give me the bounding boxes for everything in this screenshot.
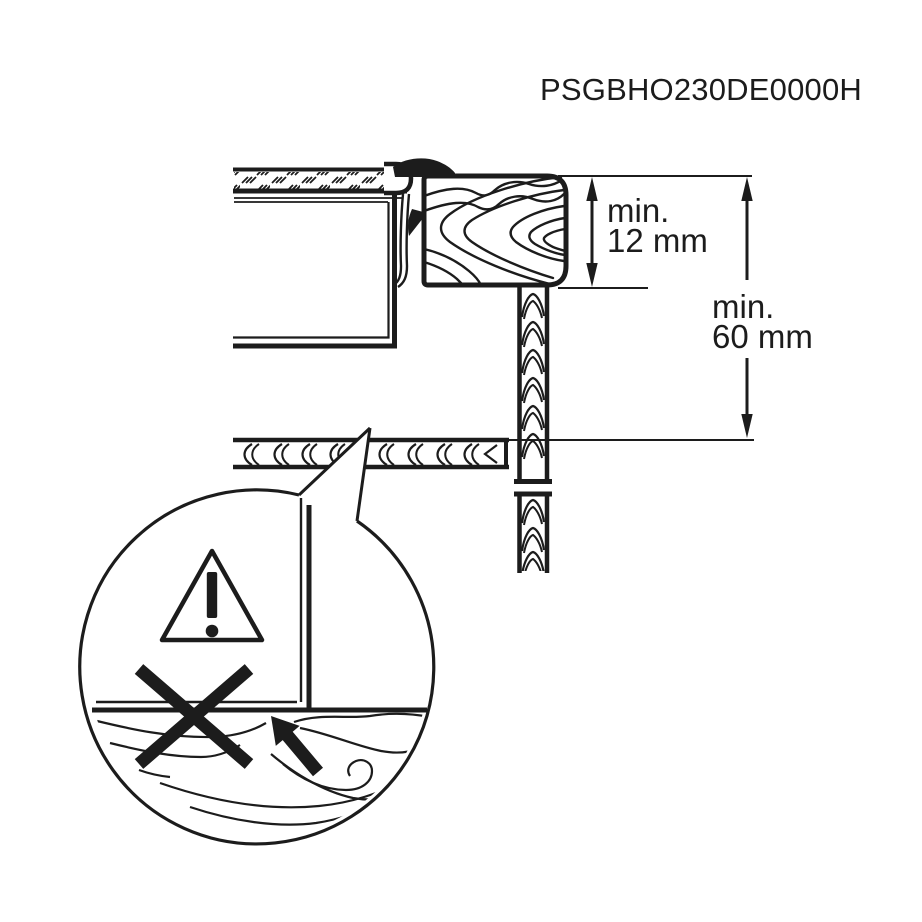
side-panel (514, 287, 552, 573)
part-number: PSGBHO230DE0000H (540, 72, 862, 107)
arrowhead-down-icon (741, 414, 753, 438)
hob-glass (233, 167, 407, 194)
detail-edge-lines (92, 498, 427, 713)
exclamation-bar (206, 572, 218, 618)
trim-flange (393, 158, 455, 177)
dim-12mm-value: 12 mm (607, 222, 708, 259)
hob-cross-section: min. 12 mm min. 60 mm (233, 158, 813, 573)
dimension-12mm: min. 12 mm (558, 175, 752, 289)
dim-60mm-value: 60 mm (712, 318, 813, 355)
worktop-block (421, 173, 569, 288)
shelf-board (233, 437, 509, 470)
pointer-arrow-icon (271, 716, 323, 777)
prohibition-x-icon (134, 664, 254, 769)
arrowhead-up-icon (586, 177, 598, 201)
warning-triangle-icon (159, 548, 265, 643)
exclamation-dot (205, 624, 219, 638)
detail-callout-circle (78, 488, 436, 846)
dim-60mm-prefix: min. (712, 288, 774, 325)
arrowhead-down-icon (586, 263, 598, 287)
glass-hatch (234, 172, 392, 189)
detail-wood-grain (96, 712, 429, 826)
arrowhead-up-icon (741, 177, 753, 201)
edge-trim-profile (384, 158, 455, 288)
dim-12mm-prefix: min. (607, 192, 669, 229)
side-panel-lower (514, 491, 552, 573)
detail-callout-wedge (297, 426, 372, 522)
hob-body (233, 193, 403, 349)
worktop-grain (422, 175, 567, 287)
dimension-60mm: min. 60 mm (500, 177, 813, 441)
